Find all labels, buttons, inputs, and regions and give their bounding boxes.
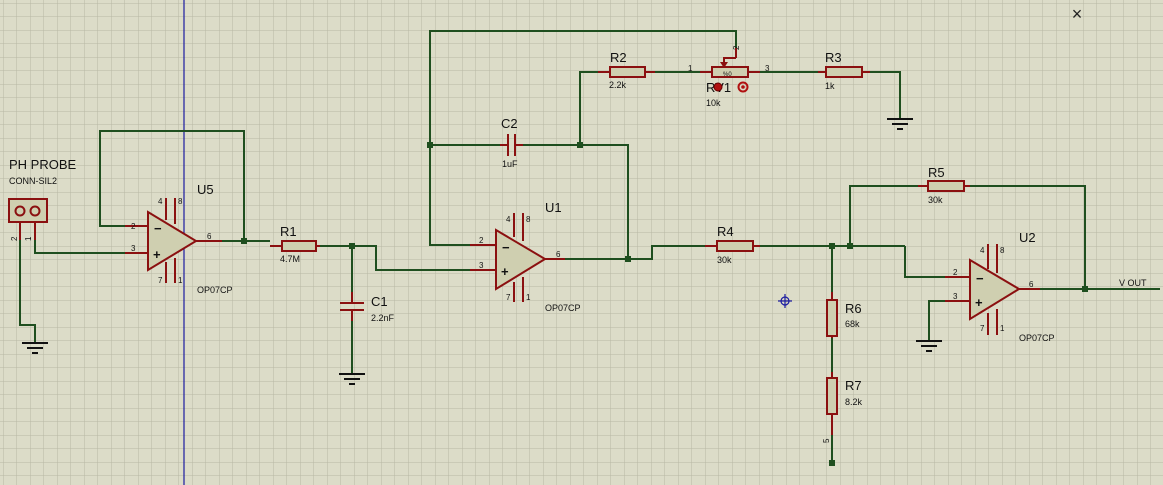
crosshair-cursor-icon <box>778 294 792 308</box>
u2-pin-4: 4 <box>980 246 985 255</box>
resistor-r4[interactable]: R4 30k <box>705 224 760 265</box>
u5-pin-7: 7 <box>158 276 163 285</box>
resistor-r2[interactable]: R2 2.2k <box>598 50 655 90</box>
u1-plus: + <box>501 264 509 279</box>
close-icon[interactable]: × <box>1072 4 1083 24</box>
u2-pin-1: 1 <box>1000 324 1005 333</box>
u2-pin-2: 2 <box>953 268 958 277</box>
rv1-pin-3: 3 <box>765 64 770 73</box>
capacitor-c1[interactable]: C1 2.2nF <box>340 292 395 323</box>
r4-value: 30k <box>717 255 732 265</box>
ground-symbol-c1 <box>339 373 365 385</box>
r1-ref: R1 <box>280 224 297 239</box>
ground-symbol-r3 <box>887 118 913 130</box>
u5-pin-4: 4 <box>158 197 163 206</box>
resistor-r6[interactable]: R6 68k <box>826 292 862 338</box>
u2-part: OP07CP <box>1019 333 1055 343</box>
u1-pin-6: 6 <box>556 250 561 259</box>
probe-part: CONN-SIL2 <box>9 176 57 186</box>
u2-ref: U2 <box>1019 230 1036 245</box>
u5-ref: U5 <box>197 182 214 197</box>
u1-pin-8: 8 <box>526 215 531 224</box>
u1-part: OP07CP <box>545 303 581 313</box>
r6-ref: R6 <box>845 301 862 316</box>
wires <box>19 30 1160 463</box>
probe-pin1-label: 1 <box>24 236 33 241</box>
r4-ref: R4 <box>717 224 734 239</box>
junction-dots <box>241 142 1088 466</box>
u5-plus: + <box>153 247 161 262</box>
r3-ref: R3 <box>825 50 842 65</box>
r7-pin-5: 5 <box>822 438 831 443</box>
resistor-r7[interactable]: R7 8.2k 5 <box>822 372 863 443</box>
r3-value: 1k <box>825 81 835 91</box>
u2-pin-3: 3 <box>953 292 958 301</box>
capacitor-c2[interactable]: C2 1uF <box>500 116 523 169</box>
u5-pin-3: 3 <box>131 244 136 253</box>
probe-pin2-label: 2 <box>10 236 19 241</box>
resistor-r5[interactable]: R5 30k <box>918 165 970 205</box>
rv1-decrease-button[interactable] <box>713 82 723 92</box>
probe-label: PH PROBE <box>9 157 77 172</box>
u2-plus: + <box>975 295 983 310</box>
u1-pin-1: 1 <box>526 293 531 302</box>
c2-ref: C2 <box>501 116 518 131</box>
ground-symbol-u2 <box>916 340 942 352</box>
vout-label: V OUT <box>1119 278 1147 288</box>
u5-minus: − <box>154 221 162 236</box>
c1-value: 2.2nF <box>371 313 395 323</box>
rv1-marking: %0 <box>723 72 732 78</box>
r6-value: 68k <box>845 319 860 329</box>
u2-minus: − <box>976 271 984 286</box>
c1-ref: C1 <box>371 294 388 309</box>
u1-pin-3: 3 <box>479 261 484 270</box>
rv1-increase-button[interactable] <box>737 81 749 93</box>
r2-value: 2.2k <box>609 80 627 90</box>
ph-probe-connector[interactable]: PH PROBE CONN-SIL2 2 1 <box>8 157 77 241</box>
u5-part: OP07CP <box>197 285 233 295</box>
r7-ref: R7 <box>845 378 862 393</box>
u2-pin-6: 6 <box>1029 280 1034 289</box>
rv1-pin-2: 2 <box>732 45 741 50</box>
u1-pin-4: 4 <box>506 215 511 224</box>
r5-ref: R5 <box>928 165 945 180</box>
r5-value: 30k <box>928 195 943 205</box>
u2-pin-7: 7 <box>980 324 985 333</box>
r2-ref: R2 <box>610 50 627 65</box>
u2-pin-8: 8 <box>1000 246 1005 255</box>
potentiometer-rv1[interactable]: %0 1 3 2 RV1 10k <box>688 45 770 108</box>
c2-value: 1uF <box>502 159 518 169</box>
r1-value: 4.7M <box>280 254 300 264</box>
ground-symbol-probe <box>22 342 48 354</box>
u5-pin-2: 2 <box>131 222 136 231</box>
u5-pin-8: 8 <box>178 197 183 206</box>
rv1-value: 10k <box>706 98 721 108</box>
u1-pin-7: 7 <box>506 293 511 302</box>
u1-minus: − <box>502 240 510 255</box>
resistor-r3[interactable]: R3 1k <box>818 50 870 91</box>
u5-pin-1: 1 <box>178 276 183 285</box>
resistor-r1[interactable]: R1 4.7M <box>270 224 320 264</box>
op-amp-u2[interactable]: − + U2 OP07CP 2 3 6 4 8 7 1 <box>945 230 1055 343</box>
u5-pin-6: 6 <box>207 232 212 241</box>
u1-pin-2: 2 <box>479 236 484 245</box>
op-amp-u5[interactable]: − + U5 OP07CP 2 3 6 4 8 7 1 <box>125 182 233 295</box>
rv1-pin-1: 1 <box>688 64 693 73</box>
op-amp-u1[interactable]: − + U1 OP07CP 2 3 6 4 8 7 1 <box>470 200 581 313</box>
u1-ref: U1 <box>545 200 562 215</box>
r7-value: 8.2k <box>845 397 863 407</box>
